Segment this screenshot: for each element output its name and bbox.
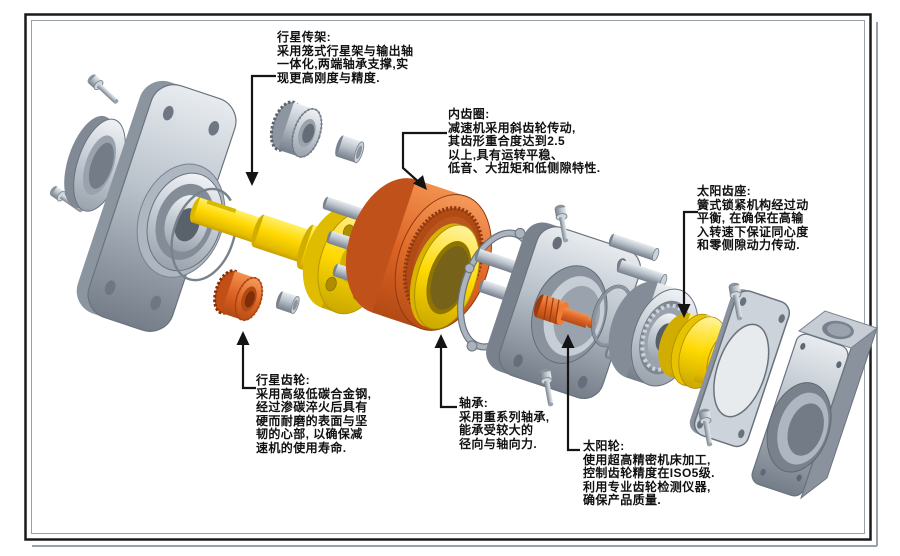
gasket-plate bbox=[689, 289, 791, 448]
label-line: 确保产品质量. bbox=[583, 493, 662, 508]
leader-bearing bbox=[439, 343, 457, 409]
label-line: 经过渗碳淬火后具有 bbox=[256, 400, 368, 415]
label-line: 能承受较大的 bbox=[459, 423, 534, 438]
label-sun-gear: 太阳轮: 使用超高精密机床加工, 控制齿轮精度在ISO5级. 利用专业齿轮检测仪… bbox=[583, 439, 715, 508]
label-title: 行星齿轮: bbox=[256, 373, 310, 387]
adapter-housing bbox=[751, 310, 879, 500]
label-line: 簧式锁紧机构经过动 bbox=[697, 197, 809, 212]
label-line: 一体化,两端轴承支撑,实 bbox=[277, 57, 409, 72]
label-sun-gear-seat: 太阳齿座: 簧式锁紧机构经过动 平衡, 在确保在高输 入转速下保证同心度 和零侧… bbox=[697, 184, 809, 253]
planet-gear-bushing bbox=[275, 291, 300, 315]
planet-gear-top bbox=[269, 100, 323, 159]
leader-lines bbox=[241, 74, 698, 452]
label-title: 太阳齿座: bbox=[697, 184, 751, 198]
label-line: 使用超高精密机床加工, bbox=[583, 452, 711, 467]
label-planet-gear: 行星齿轮: 采用高级低碳合金钢, 经过渗碳淬火后具有 硬而耐磨的表面与坚 韧的心… bbox=[256, 373, 372, 456]
label-line: 其齿形重合度达到2.5 bbox=[448, 134, 566, 149]
label-line: 硬而耐磨的表面与坚 bbox=[256, 413, 368, 428]
label-line: 采用高级低碳合金钢, bbox=[256, 386, 372, 401]
label-line: 入转速下保证同心度 bbox=[697, 224, 809, 239]
front-bearing-ring bbox=[64, 115, 126, 212]
planet-gear-bushing bbox=[335, 135, 365, 164]
output-flange-plate bbox=[76, 80, 238, 332]
label-line: 径向与轴向力. bbox=[459, 436, 538, 451]
label-planet-carrier: 行星传架: 采用笼式行星架与输出轴 一体化,两端轴承支撑,实 现更高刚度与精度. bbox=[277, 30, 414, 85]
label-line: 采用笼式行星架与输出轴 bbox=[277, 43, 414, 58]
leader-planet-gear bbox=[241, 340, 256, 390]
label-title: 太阳轮: bbox=[583, 439, 625, 453]
planet-gear-bottom bbox=[213, 269, 264, 322]
label-line: 采用重系列轴承, bbox=[459, 409, 550, 424]
leader-planet-carrier bbox=[250, 74, 276, 178]
label-bearing: 轴承: 采用重系列轴承, 能承受较大的 径向与轴向力. bbox=[459, 396, 550, 451]
label-line: 低音、大扭矩和低侧隙特性. bbox=[448, 161, 601, 176]
label-line: 平衡, 在确保在高输 bbox=[697, 211, 804, 226]
label-line: 以上,具有运转平稳、 bbox=[448, 147, 564, 162]
sun-gear-shaft bbox=[533, 294, 596, 329]
label-line: 速机的使用寿命. bbox=[256, 440, 347, 455]
label-line: 控制齿轮精度在ISO5级. bbox=[583, 466, 715, 481]
leader-ring-gear bbox=[401, 131, 447, 185]
leader-sun-gear-seat bbox=[682, 210, 698, 310]
label-line: 韧的心部, 以确保减 bbox=[256, 427, 363, 442]
label-title: 内齿圈: bbox=[448, 107, 490, 121]
label-line: 减速机采用斜齿轮传动, bbox=[448, 120, 576, 135]
label-line: 利用专业齿轮检测仪器, bbox=[583, 479, 711, 494]
label-title: 行星传架: bbox=[277, 30, 331, 44]
retaining-ring-icon bbox=[170, 187, 238, 282]
label-title: 轴承: bbox=[459, 396, 489, 410]
label-line: 和零侧隙动力传动. bbox=[697, 238, 800, 253]
label-line: 现更高刚度与精度. bbox=[277, 70, 380, 85]
leader-sun-gear bbox=[566, 343, 580, 452]
label-internal-ring-gear: 内齿圈: 减速机采用斜齿轮传动, 其齿形重合度达到2.5 以上,具有运转平稳、 … bbox=[448, 107, 601, 176]
